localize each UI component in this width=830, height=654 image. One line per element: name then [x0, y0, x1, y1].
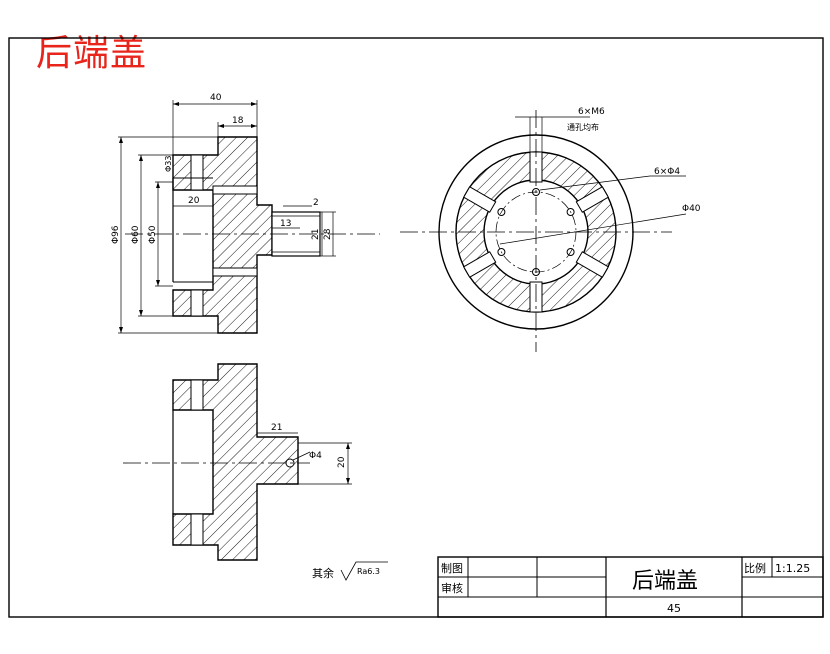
dim-phi96: Φ96 — [111, 225, 121, 244]
dim-20: 20 — [188, 196, 200, 206]
checked-by-label: 审核 — [441, 581, 463, 595]
dim-13: 13 — [280, 219, 291, 229]
lower-section-body — [172, 363, 299, 561]
lower-dim-phi4: Φ4 — [309, 451, 322, 461]
roughness-value: Ra6.3 — [357, 567, 380, 576]
dim-phi50: Φ50 — [148, 225, 158, 244]
title-block — [437, 556, 824, 618]
phi40-label: Φ40 — [682, 204, 701, 214]
hole-thread-label: 6×M6 — [578, 107, 605, 117]
lower-dim-21: 21 — [271, 423, 282, 433]
lower-dim-20: 20 — [337, 456, 347, 468]
lower-section-view: 21 Φ4 20 — [123, 363, 352, 561]
front-section-view: 40 18 20 2 13 21 28 Φ96 Φ60 Φ50 Φ33 — [111, 93, 380, 334]
hole-note-label: 通孔均布 — [567, 122, 599, 132]
dim-phi33: Φ33 — [164, 156, 173, 172]
end-view: 6×M6 通孔均布 6×Φ4 Φ40 — [400, 107, 701, 352]
drawing-border — [8, 37, 824, 618]
roughness-note: 其余 Ra6.3 — [312, 561, 388, 581]
part-name: 后端盖 — [632, 569, 698, 594]
drawing-number: 45 — [667, 602, 681, 615]
roughness-prefix: 其余 — [312, 566, 334, 580]
dim-21: 21 — [311, 229, 321, 240]
drawing-title: 后端盖 — [36, 33, 148, 74]
dim-2: 2 — [313, 198, 319, 208]
dim-phi60: Φ60 — [131, 225, 141, 244]
scale-value: 1:1.25 — [775, 562, 810, 575]
dim-40: 40 — [210, 93, 222, 103]
six-phi4-label: 6×Φ4 — [654, 167, 680, 177]
dim-28: 28 — [323, 228, 333, 240]
scale-label: 比例 — [744, 561, 766, 575]
section-body — [172, 136, 273, 334]
drawn-by-label: 制图 — [441, 562, 463, 575]
dim-18: 18 — [232, 116, 244, 126]
